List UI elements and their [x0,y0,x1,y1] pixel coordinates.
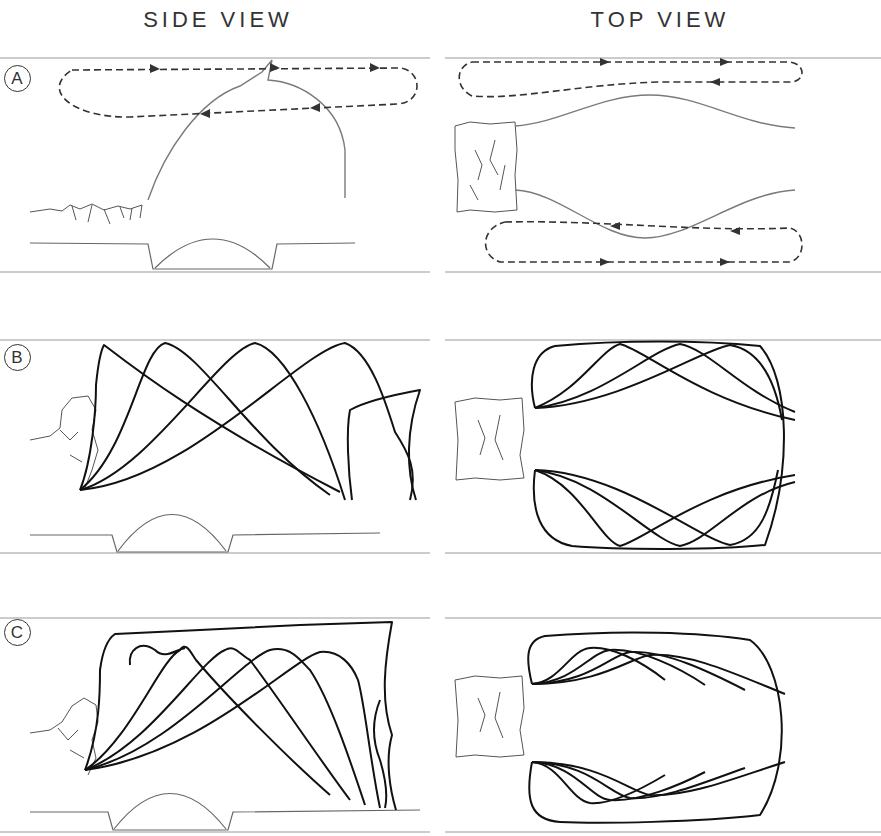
obstacle-plan [478,415,503,460]
plume-outline [348,390,420,500]
plume-outline [535,470,778,545]
plume-outline [515,95,795,128]
plume-outline [532,762,785,795]
panel-letter: B [4,344,31,371]
plume-outline [532,655,785,694]
plume-outline [535,470,795,546]
plume-outline [80,343,345,500]
obstacle-plan [478,692,503,738]
obstacle-plan [470,140,505,200]
view-heading: SIDE VIEW [143,7,293,33]
plume-outline [532,342,784,549]
plume-outline [535,345,782,420]
obstacle-plan [455,122,517,212]
plume-outline [85,652,380,808]
vortex-loop [59,63,417,118]
obstacle-profile [118,515,226,552]
view-heading: TOP VIEW [591,7,730,33]
vortex-loop [486,222,802,262]
vortex-loop [59,68,417,117]
plume-outline [535,344,795,412]
vortex-loop [150,63,380,73]
vortex-loop [600,58,730,66]
obstacle-profile [30,533,380,552]
panel-letter-text: B [11,349,22,366]
plume-outline [535,470,795,546]
obstacle-profile [114,794,226,830]
obstacle-profile [30,239,355,269]
channel-wall [445,58,881,832]
plume-outline [532,342,795,549]
channel-wall [0,58,881,832]
obstacle-plan [455,398,524,480]
plume-outline [85,622,396,810]
plume-outline [30,60,345,224]
vortex-loop [459,62,802,97]
obstacle-profile [155,239,270,268]
plume-outline [30,622,396,810]
plume-outline [130,646,185,665]
vortex-loop [600,258,730,266]
plume-outline [515,95,795,238]
plume-outline [532,762,745,798]
plume-outline [535,344,795,420]
obstacle-profile [30,243,355,269]
plume-outline [515,190,795,238]
plume-outline [80,343,330,495]
obstacle-plan [455,398,524,480]
vortex-loop [710,78,720,86]
vortex-loop [610,222,740,235]
panel-letter-text: A [11,70,22,87]
channel-wall [0,58,430,832]
plume-outline [80,343,413,500]
plume-outline [528,633,785,823]
plume-outline [85,649,365,805]
plume-outline [72,205,142,224]
plume-outline [30,204,142,212]
plume-outline [30,396,98,488]
vortex-loop [200,103,320,118]
plume-outline [374,700,386,808]
vortex-loop [459,58,802,266]
panel-letter-text: C [11,624,23,641]
obstacle-profile [30,794,420,831]
plume-outline [148,60,345,200]
obstacle-plan [455,676,524,757]
obstacle-profile [30,515,380,553]
panel-letter: C [4,619,31,646]
obstacle-plan [455,676,524,757]
obstacle-plan [455,122,517,212]
panel-letter: A [4,65,31,92]
plume-outline [30,343,420,500]
